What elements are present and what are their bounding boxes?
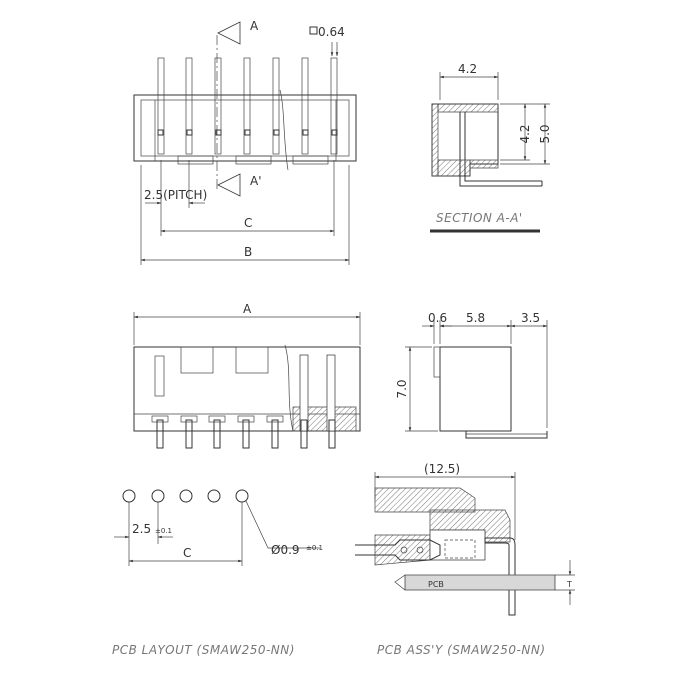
dim-assy-length: (12.5) — [424, 462, 460, 476]
housing-inner-outline — [140, 99, 350, 157]
side-housing — [439, 346, 512, 432]
hole-row — [122, 489, 249, 503]
dim-pcb-c: C — [183, 546, 191, 560]
pcb-layout-caption: PCB LAYOUT (SMAW250-NN) — [112, 643, 295, 657]
dim-a: A — [243, 302, 252, 316]
section-arrow-top — [217, 21, 241, 45]
front-view: A — [133, 302, 361, 449]
top-view: A A' 0.64 2.5(PITCH) C B — [133, 19, 357, 265]
square-symbol — [309, 26, 318, 35]
pcb-layout: 2.5 ±0.1 C Ø0.9 ±0.1 PCB LAYOUT (SMAW250… — [112, 489, 323, 657]
dim-right: 3.5 — [521, 311, 540, 325]
front-pins — [151, 415, 336, 449]
dim-height: 7.0 — [395, 379, 409, 398]
pin-row — [157, 57, 338, 155]
housing-outline — [133, 94, 357, 162]
dim-t: T — [566, 580, 572, 589]
pcb-assy-caption: PCB ASS'Y (SMAW250-NN) — [377, 643, 546, 657]
section-arrow-bottom — [217, 173, 241, 197]
dim-pcb-pitch: 2.5 — [132, 522, 151, 536]
dim-hole-tol: ±0.1 — [306, 544, 323, 552]
dim-height-inner: 4.2 — [518, 124, 532, 143]
dim-left: 0.6 — [428, 311, 447, 325]
section-caption: SECTION A-A' — [436, 211, 523, 225]
dim-hole: Ø0.9 — [271, 543, 300, 557]
hole-leader — [245, 500, 320, 549]
dim-pin-width: 0.64 — [318, 25, 345, 39]
dim-pcb-pitch-tol: ±0.1 — [155, 527, 172, 535]
pcb-assembly: (12.5) PCB T PCB ASS'Y (SMAW250-NN) — [355, 462, 575, 657]
dim-width: 4.2 — [458, 62, 477, 76]
section-mark-bottom: A' — [250, 174, 262, 188]
dim-pitch: 2.5(PITCH) — [144, 188, 207, 202]
dim-c-top: C — [244, 216, 252, 230]
dim-height-total: 5.0 — [538, 124, 552, 143]
section-view: 4.2 4.2 5.0 SECTION A-A' — [430, 62, 552, 233]
break-line — [279, 89, 289, 171]
dim-b: B — [244, 245, 252, 259]
side-view: 0.6 5.8 3.5 7.0 — [395, 311, 548, 439]
section-mark-top: A — [250, 19, 259, 33]
pcb-label: PCB — [428, 580, 444, 589]
dim-middle: 5.8 — [466, 311, 485, 325]
